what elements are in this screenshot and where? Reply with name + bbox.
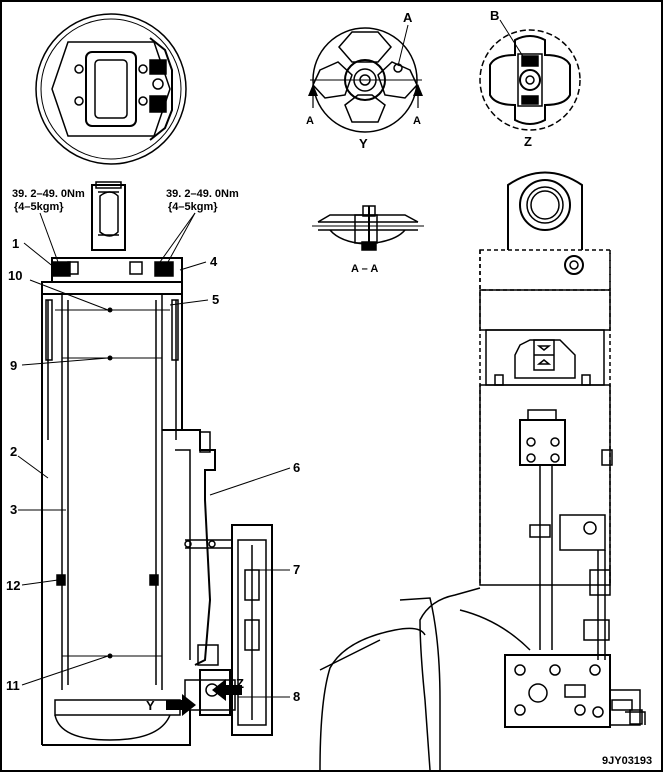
callout-10: 10 [8, 268, 22, 283]
arrow-y [166, 694, 196, 716]
label-b: B [490, 8, 499, 23]
cylinder-section-view [41, 181, 273, 746]
label-view-z: Z [524, 134, 532, 149]
callout-11: 11 [6, 678, 20, 693]
reference-dots [107, 307, 113, 659]
callout-12: 12 [6, 578, 20, 593]
label-arrow-z: Z [236, 676, 244, 691]
installed-view [319, 171, 646, 771]
label-a-left: A [306, 115, 314, 127]
section-a-a [312, 205, 424, 251]
callout-2: 2 [10, 444, 17, 459]
callout-leaders [17, 242, 291, 698]
torque-right-value: 39. 2–49. 0Nm [166, 188, 239, 200]
callout-7: 7 [293, 562, 300, 577]
torque-left-unit: {4–5kgm} [14, 201, 64, 213]
label-section-a-a: A – A [351, 263, 378, 275]
view-z [479, 19, 581, 131]
callout-9: 9 [10, 358, 17, 373]
label-a-top: A [403, 10, 413, 25]
label-view-y: Y [359, 136, 368, 151]
callout-4: 4 [210, 254, 218, 269]
callout-8: 8 [293, 689, 300, 704]
torque-right-unit: {4–5kgm} [168, 201, 218, 213]
top-view-cylinder [35, 13, 187, 165]
torque-left-value: 39. 2–49. 0Nm [12, 188, 85, 200]
callout-5: 5 [212, 292, 219, 307]
callout-6: 6 [293, 460, 300, 475]
figure-id: 9JY03193 [602, 755, 652, 767]
callout-1: 1 [12, 236, 19, 251]
torque-leaders [39, 212, 196, 263]
arrow-z [212, 679, 242, 701]
view-y [308, 24, 423, 133]
label-arrow-y: Y [146, 698, 155, 713]
callout-3: 3 [10, 502, 17, 517]
label-a-right: A [413, 115, 421, 127]
